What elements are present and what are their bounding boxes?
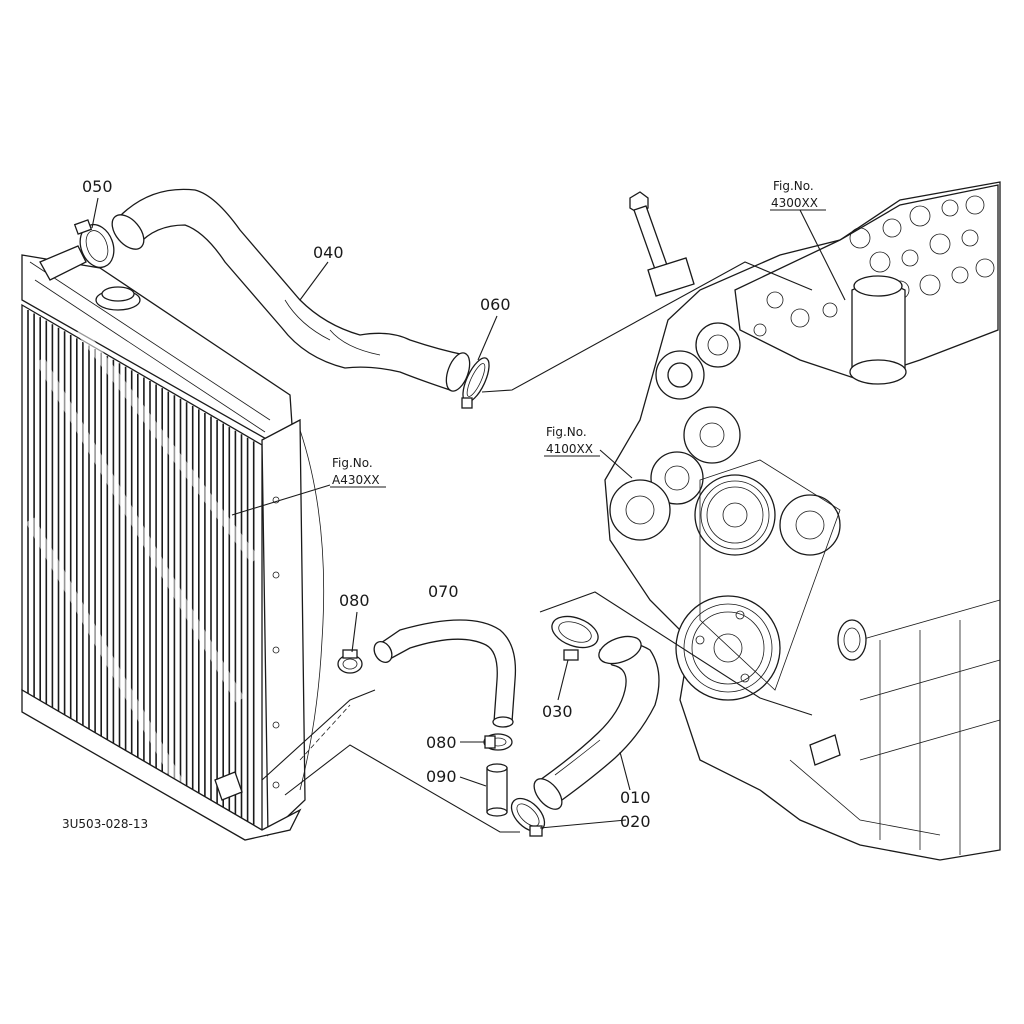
hose-clamp-050	[73, 219, 115, 269]
part-label-080-upper: 080	[339, 591, 370, 610]
fig-ref-a430-title: Fig.No.	[332, 456, 373, 470]
fin-highlight	[25, 517, 205, 823]
head-ports	[753, 195, 995, 337]
fig-ref-4100-title: Fig.No.	[546, 425, 587, 439]
engine-assembly	[604, 181, 1001, 861]
fig-ref-4300-number: 4300XX	[771, 196, 818, 210]
part-label-030: 030	[542, 702, 573, 721]
leader-lines	[91, 197, 846, 833]
bypass-hose	[373, 619, 517, 728]
part-label-090: 090	[426, 767, 457, 786]
lower-radiator-hose	[533, 635, 660, 810]
radiator-core-fins	[25, 310, 259, 827]
diagram-code: 3U503-028-13	[62, 817, 148, 831]
part-label-060: 060	[480, 295, 511, 314]
part-label-020: 020	[620, 812, 651, 831]
part-label-050: 050	[82, 177, 113, 196]
upper-radiator-hose	[111, 188, 471, 392]
fig-ref-4300-title: Fig.No.	[773, 179, 814, 193]
part-label-010: 010	[620, 788, 651, 807]
figure-references: Fig.No. 4300XX Fig.No. 4100XX Fig.No. A4…	[330, 179, 826, 488]
part-label-070: 070	[428, 582, 459, 601]
part-label-080-lower: 080	[426, 733, 457, 752]
fig-ref-4100-number: 4100XX	[546, 442, 593, 456]
part-label-040: 040	[313, 243, 344, 262]
fig-ref-a430-number: A430XX	[332, 473, 380, 487]
radiator-assembly	[21, 245, 325, 841]
fin-highlight	[35, 357, 245, 703]
hose-clamp-030	[551, 615, 599, 661]
pipe-090	[486, 763, 508, 817]
hose-clamp-080-lower	[483, 733, 513, 751]
fin-highlight	[76, 326, 259, 564]
hose-clamp-060	[461, 357, 490, 409]
hose-clamp-080-upper	[337, 649, 363, 674]
hose-clamp-020	[510, 797, 546, 837]
part-number-labels: 050 040 060 070 080 080 090 030 010 020	[82, 177, 651, 831]
